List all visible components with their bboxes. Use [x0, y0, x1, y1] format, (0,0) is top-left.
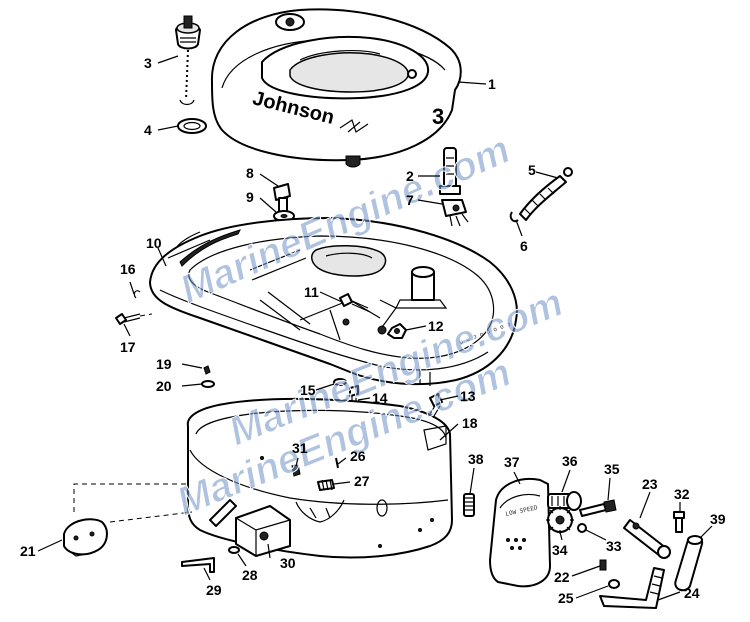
- callout-3: 3: [144, 55, 152, 71]
- small-screw-washer: [201, 365, 215, 388]
- callout-21: 21: [20, 543, 36, 559]
- callout-22: 22: [554, 569, 570, 585]
- filler-cap-with-chain: [175, 15, 201, 106]
- latch: [63, 483, 193, 557]
- callout-10: 10: [146, 235, 162, 251]
- callout-15: 15: [300, 382, 316, 398]
- callout-26: 26: [350, 448, 366, 464]
- callout-1: 1: [488, 76, 496, 92]
- shift-arm: [599, 567, 665, 609]
- callout-8: 8: [246, 165, 254, 181]
- callout-30: 30: [280, 555, 296, 571]
- fuel-shutoff-fitting: [439, 147, 469, 227]
- long-screw: [579, 499, 617, 517]
- callout-6: 6: [520, 238, 528, 254]
- callout-7: 7: [406, 192, 414, 208]
- fuel-hose: [509, 167, 573, 223]
- callout-12: 12: [428, 318, 444, 334]
- shift-gear: [546, 506, 574, 534]
- callout-24: 24: [684, 585, 700, 601]
- model-mark: 3: [432, 104, 444, 129]
- callout-32: 32: [674, 486, 690, 502]
- callout-9: 9: [246, 189, 254, 205]
- lower-motor-cover-tray: o o o o o o o o: [149, 217, 518, 386]
- callout-13: 13: [460, 388, 476, 404]
- cap-gasket: [177, 118, 207, 134]
- callout-27: 27: [354, 473, 370, 489]
- callout-labels: 1 2 3 4 5 6 7 8 9 10 11 12 13 14 15 16 1…: [20, 55, 726, 606]
- callout-28: 28: [242, 567, 258, 583]
- spring-and-pins: [291, 457, 339, 491]
- upper-motor-cover: Johnson 3: [210, 8, 462, 168]
- bracket-block: [235, 505, 291, 557]
- cover-screw: [339, 293, 371, 313]
- callout-11: 11: [304, 284, 319, 300]
- clip-and-screw: [115, 290, 153, 325]
- small-screw: [599, 559, 607, 571]
- lever-screw: [673, 511, 685, 533]
- callout-36: 36: [562, 453, 578, 469]
- callout-31: 31: [292, 440, 308, 456]
- brand-logo-icon: [339, 119, 369, 133]
- callout-14: 14: [372, 390, 388, 406]
- callout-33: 33: [606, 538, 622, 554]
- callout-25: 25: [558, 590, 574, 606]
- shift-knob-shaft: [547, 491, 582, 511]
- callout-34: 34: [552, 542, 568, 558]
- callout-20: 20: [156, 378, 172, 394]
- small-nut: [577, 523, 587, 533]
- callout-16: 16: [120, 261, 136, 277]
- hex-key: [181, 557, 215, 573]
- small-washer-2: [608, 579, 620, 589]
- callout-17: 17: [120, 339, 136, 355]
- callout-37: 37: [504, 454, 520, 470]
- callout-35: 35: [604, 461, 620, 477]
- cover-nut: [387, 323, 407, 339]
- shift-plate: LOW SPEED: [489, 478, 551, 588]
- bolt-and-washer: [273, 183, 295, 222]
- callout-38: 38: [468, 451, 484, 467]
- small-washer: [228, 546, 240, 554]
- callout-39: 39: [710, 511, 726, 527]
- callout-18: 18: [462, 415, 478, 431]
- handle-grip: [674, 535, 704, 592]
- callout-29: 29: [206, 582, 222, 598]
- lever: [623, 519, 671, 559]
- callout-5: 5: [528, 162, 536, 178]
- spring: [463, 493, 475, 517]
- callout-23: 23: [642, 476, 658, 492]
- callout-4: 4: [144, 122, 152, 138]
- callout-2: 2: [406, 168, 414, 184]
- callout-19: 19: [156, 356, 172, 372]
- bolts-and-washer: [333, 378, 443, 417]
- leader-lines: [37, 55, 713, 601]
